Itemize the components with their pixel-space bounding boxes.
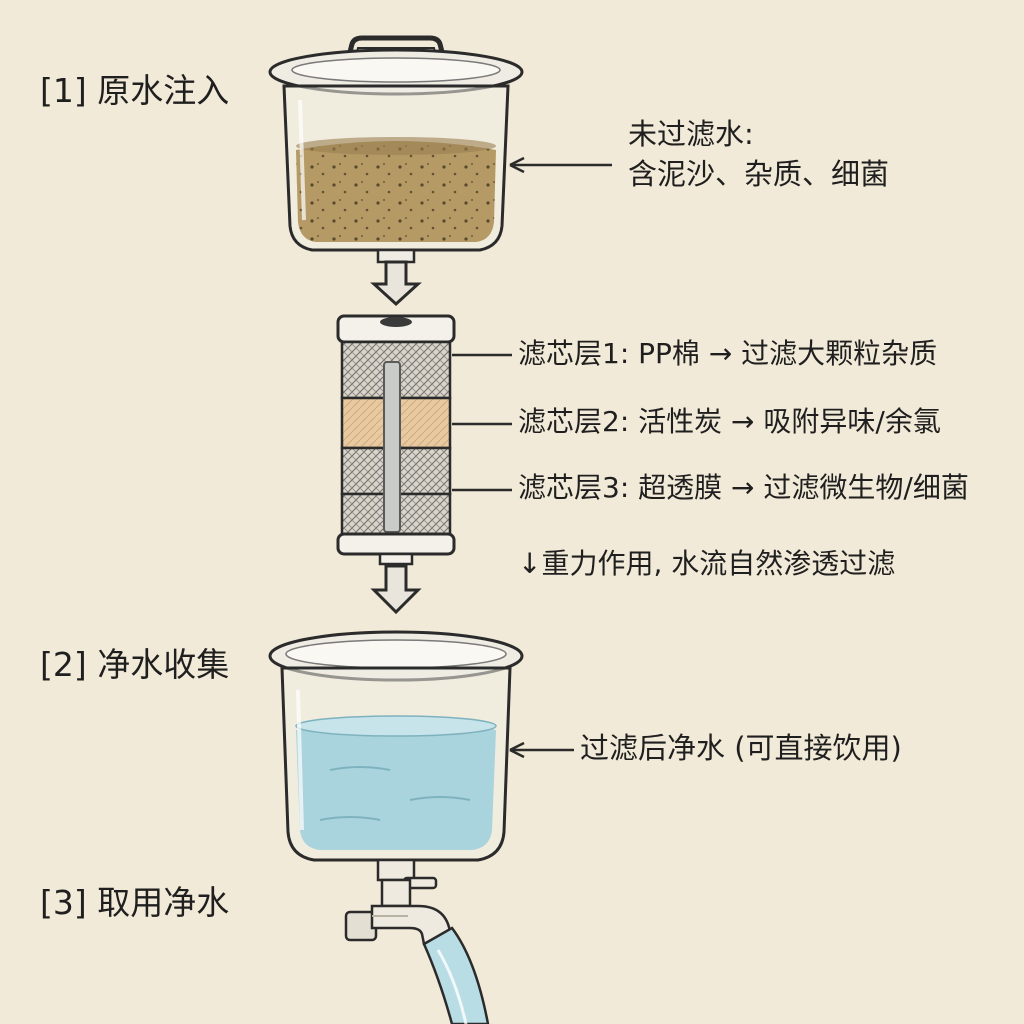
clean-water [296, 721, 496, 850]
raw-water-container [268, 35, 524, 264]
pointer-arrow-icon [509, 741, 525, 759]
filter-cartridge [336, 314, 456, 566]
filter-layer-3-label: 滤芯层3: 超透膜 → 过滤微生物/细菌 [518, 471, 969, 504]
water-stream [422, 926, 490, 1024]
faucet-icon [344, 858, 452, 946]
raw-water-title: 未过滤水: [628, 117, 754, 151]
clean-water-container [268, 630, 524, 862]
step-3-label: [3] 取用净水 [40, 883, 230, 922]
step-1-label: [1] 原水注入 [40, 71, 230, 110]
lid-handle-icon [345, 35, 447, 61]
flow-arrow-down-icon [370, 260, 422, 307]
clean-water-note: 过滤后净水 (可直接饮用) [580, 731, 902, 765]
filter-layer-2-label: 滤芯层2: 活性炭 → 吸附异味/余氯 [518, 405, 941, 438]
raw-water-contents: 含泥沙、杂质、细菌 [628, 157, 890, 191]
filter-layer-1-label: 滤芯层1: PP棉 → 过滤大颗粒杂质 [518, 337, 938, 370]
step-2-label: [2] 净水收集 [40, 645, 230, 684]
flow-arrow-down-icon [370, 564, 422, 615]
gravity-note: ↓重力作用, 水流自然渗透过滤 [518, 547, 896, 580]
pointer-arrow-icon [509, 156, 525, 174]
